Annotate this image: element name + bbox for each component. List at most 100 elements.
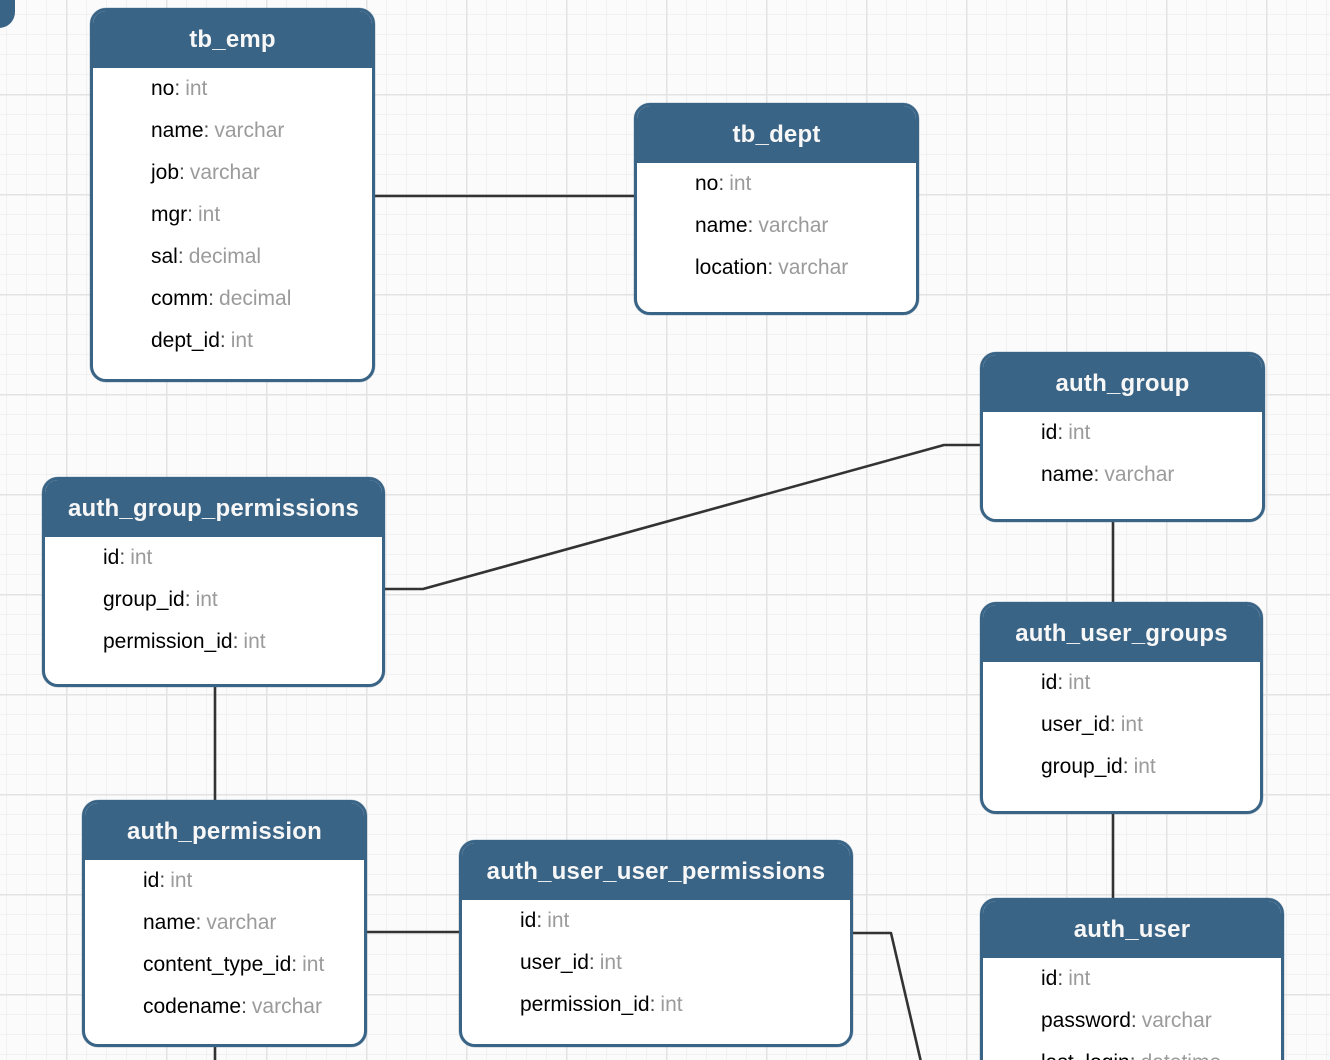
partial-entity-fragment[interactable]	[0, 0, 15, 28]
field-separator: :	[1130, 1009, 1137, 1032]
field-row-id[interactable]: id:int	[983, 958, 1281, 1000]
field-separator: :	[232, 630, 239, 653]
field-row-user_id[interactable]: user_id:int	[462, 942, 850, 984]
field-row-name[interactable]: name:varchar	[93, 110, 372, 152]
field-name: job	[151, 161, 180, 184]
field-name: no	[695, 172, 719, 195]
field-row-id[interactable]: id:int	[45, 537, 382, 579]
field-name: content_type_id	[143, 953, 292, 976]
field-separator: :	[1093, 463, 1100, 486]
field-name: id	[1041, 421, 1058, 444]
entity-title[interactable]: auth_group_permissions	[45, 480, 382, 537]
field-type: int	[547, 909, 570, 932]
field-row-permission_id[interactable]: permission_id:int	[45, 621, 382, 663]
field-name: name	[1041, 463, 1094, 486]
field-name: name	[143, 911, 196, 934]
field-type: varchar	[189, 161, 260, 184]
entity-title[interactable]: tb_emp	[93, 11, 372, 68]
field-separator: :	[588, 951, 595, 974]
field-row-no[interactable]: no:int	[637, 163, 916, 205]
field-row-codename[interactable]: codename:varchar	[85, 986, 364, 1028]
field-type: int	[230, 329, 253, 352]
entity-title[interactable]: auth_user_groups	[983, 605, 1260, 662]
field-row-no[interactable]: no:int	[93, 68, 372, 110]
field-row-comm[interactable]: comm:decimal	[93, 278, 372, 320]
field-type: int	[599, 951, 622, 974]
field-row-id[interactable]: id:int	[462, 900, 850, 942]
field-row-group_id[interactable]: group_id:int	[983, 746, 1260, 788]
field-separator: :	[241, 995, 247, 1018]
field-row-id[interactable]: id:int	[983, 662, 1260, 704]
field-name: id	[103, 546, 120, 569]
field-row-permission_id[interactable]: permission_id:int	[462, 984, 850, 1026]
field-row-content_type_id[interactable]: content_type_id:int	[85, 944, 364, 986]
entity-title[interactable]: auth_permission	[85, 803, 364, 860]
field-row-name[interactable]: name:varchar	[637, 205, 916, 247]
field-name: group_id	[1041, 755, 1123, 778]
field-row-password[interactable]: password:varchar	[983, 1000, 1281, 1042]
field-separator: :	[184, 588, 191, 611]
field-type: int	[1068, 967, 1091, 990]
field-row-sal[interactable]: sal:decimal	[93, 236, 372, 278]
field-separator: :	[195, 911, 202, 934]
field-type: int	[198, 203, 221, 226]
field-type: varchar	[251, 995, 322, 1018]
field-name: name	[151, 119, 204, 142]
field-type: int	[1133, 755, 1156, 778]
field-separator: :	[291, 953, 298, 976]
field-row-dept_id[interactable]: dept_id:int	[93, 320, 372, 362]
field-type: int	[185, 77, 208, 100]
field-name: group_id	[103, 588, 185, 611]
entity-title[interactable]: auth_user_user_permissions	[462, 843, 850, 900]
field-row-mgr[interactable]: mgr:int	[93, 194, 372, 236]
field-separator: :	[119, 546, 126, 569]
field-row-name[interactable]: name:varchar	[85, 902, 364, 944]
entity-title[interactable]: auth_user	[983, 901, 1281, 958]
field-separator: :	[747, 214, 754, 237]
field-row-id[interactable]: id:int	[983, 412, 1262, 454]
field-row-name[interactable]: name:varchar	[983, 454, 1262, 496]
field-name: last_login	[1041, 1051, 1130, 1060]
field-separator: :	[179, 161, 185, 184]
field-separator: :	[187, 203, 194, 226]
entity-title[interactable]: tb_dept	[637, 106, 916, 163]
field-name: id	[1041, 671, 1058, 694]
field-row-last_login[interactable]: last_login:datetime	[983, 1042, 1281, 1060]
field-separator: :	[1122, 755, 1129, 778]
field-separator: :	[1057, 671, 1064, 694]
field-separator: :	[177, 245, 184, 268]
field-separator: :	[536, 909, 543, 932]
field-row-job[interactable]: job:varchar	[93, 152, 372, 194]
field-row-location[interactable]: location:varchar	[637, 247, 916, 289]
field-separator: :	[159, 869, 166, 892]
field-type: int	[195, 588, 218, 611]
connector-auth_group_permissions--auth_group[interactable]	[385, 443, 980, 591]
field-row-group_id[interactable]: group_id:int	[45, 579, 382, 621]
field-type: datetime	[1141, 1051, 1222, 1060]
field-row-user_id[interactable]: user_id:int	[983, 704, 1260, 746]
entity-title[interactable]: auth_group	[983, 355, 1262, 412]
field-row-id[interactable]: id:int	[85, 860, 364, 902]
field-name: sal	[151, 245, 178, 268]
field-name: dept_id	[151, 329, 220, 352]
field-name: user_id	[1041, 713, 1110, 736]
connector-auth_user_user_permissions--offscreen-bottom[interactable]	[853, 931, 922, 1060]
field-type: varchar	[758, 214, 829, 237]
field-type: varchar	[206, 911, 277, 934]
entity-field-list: id:intpassword:varcharlast_login:datetim…	[983, 958, 1281, 1060]
field-name: user_id	[520, 951, 589, 974]
field-type: varchar	[1141, 1009, 1212, 1032]
field-type: varchar	[778, 256, 849, 279]
entity-auth_user[interactable]: auth_userid:intpassword:varcharlast_logi…	[980, 898, 1284, 1060]
